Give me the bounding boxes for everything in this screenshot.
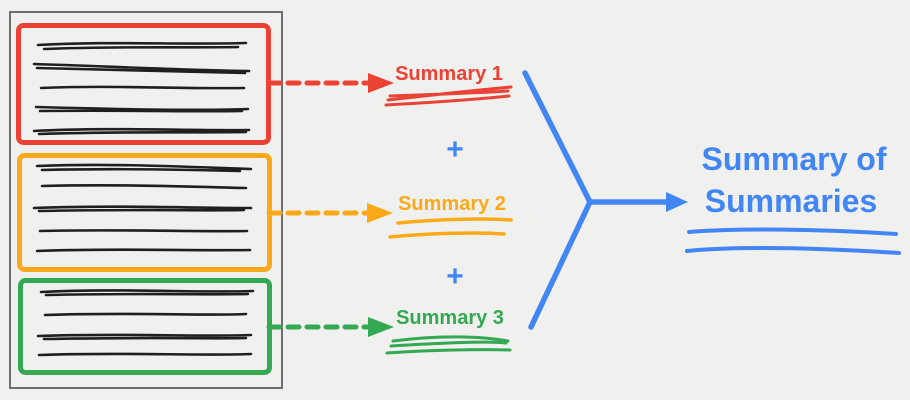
summary3-label: Summary 3 xyxy=(396,307,504,329)
summary3-scribble xyxy=(385,335,512,355)
chunk-orange-text-lines xyxy=(32,163,253,253)
document-panel xyxy=(9,11,283,389)
final-summary: Summary of Summaries xyxy=(685,141,901,255)
summary1: Summary 1 xyxy=(384,63,513,107)
green-dashed-arrow xyxy=(266,317,394,337)
chunk-box-green xyxy=(18,278,272,375)
document-frame xyxy=(9,11,283,389)
merge-branch-lines xyxy=(522,70,593,330)
summary2: Summary 2 xyxy=(388,193,513,239)
summary3: Summary 3 xyxy=(385,307,512,355)
summary2-scribble xyxy=(388,217,513,239)
summary2-label: Summary 2 xyxy=(398,193,506,215)
chunk-box-orange xyxy=(17,153,272,272)
green-arrowhead-icon xyxy=(368,317,394,337)
chunk-red-text-lines xyxy=(32,41,251,136)
summary1-label: Summary 1 xyxy=(395,63,503,85)
final-summary-title-line1: Summary of xyxy=(702,141,887,177)
chunk-box-red xyxy=(16,23,271,145)
final-summary-scribble xyxy=(685,227,901,255)
red-dashed-arrow xyxy=(266,73,394,93)
merge-connector xyxy=(522,70,688,330)
chunk-orange-border xyxy=(17,153,272,272)
plus-icon: + xyxy=(446,133,464,166)
orange-arrowhead-icon xyxy=(367,203,393,223)
chunk-green-text-lines xyxy=(36,289,255,357)
merge-arrowhead-icon xyxy=(666,192,688,212)
orange-dashed-arrow xyxy=(266,203,393,223)
red-arrowhead-icon xyxy=(368,73,394,93)
final-summary-title-line2: Summaries xyxy=(705,183,878,219)
plus-icon: + xyxy=(446,260,464,293)
summary1-scribble xyxy=(384,85,513,107)
